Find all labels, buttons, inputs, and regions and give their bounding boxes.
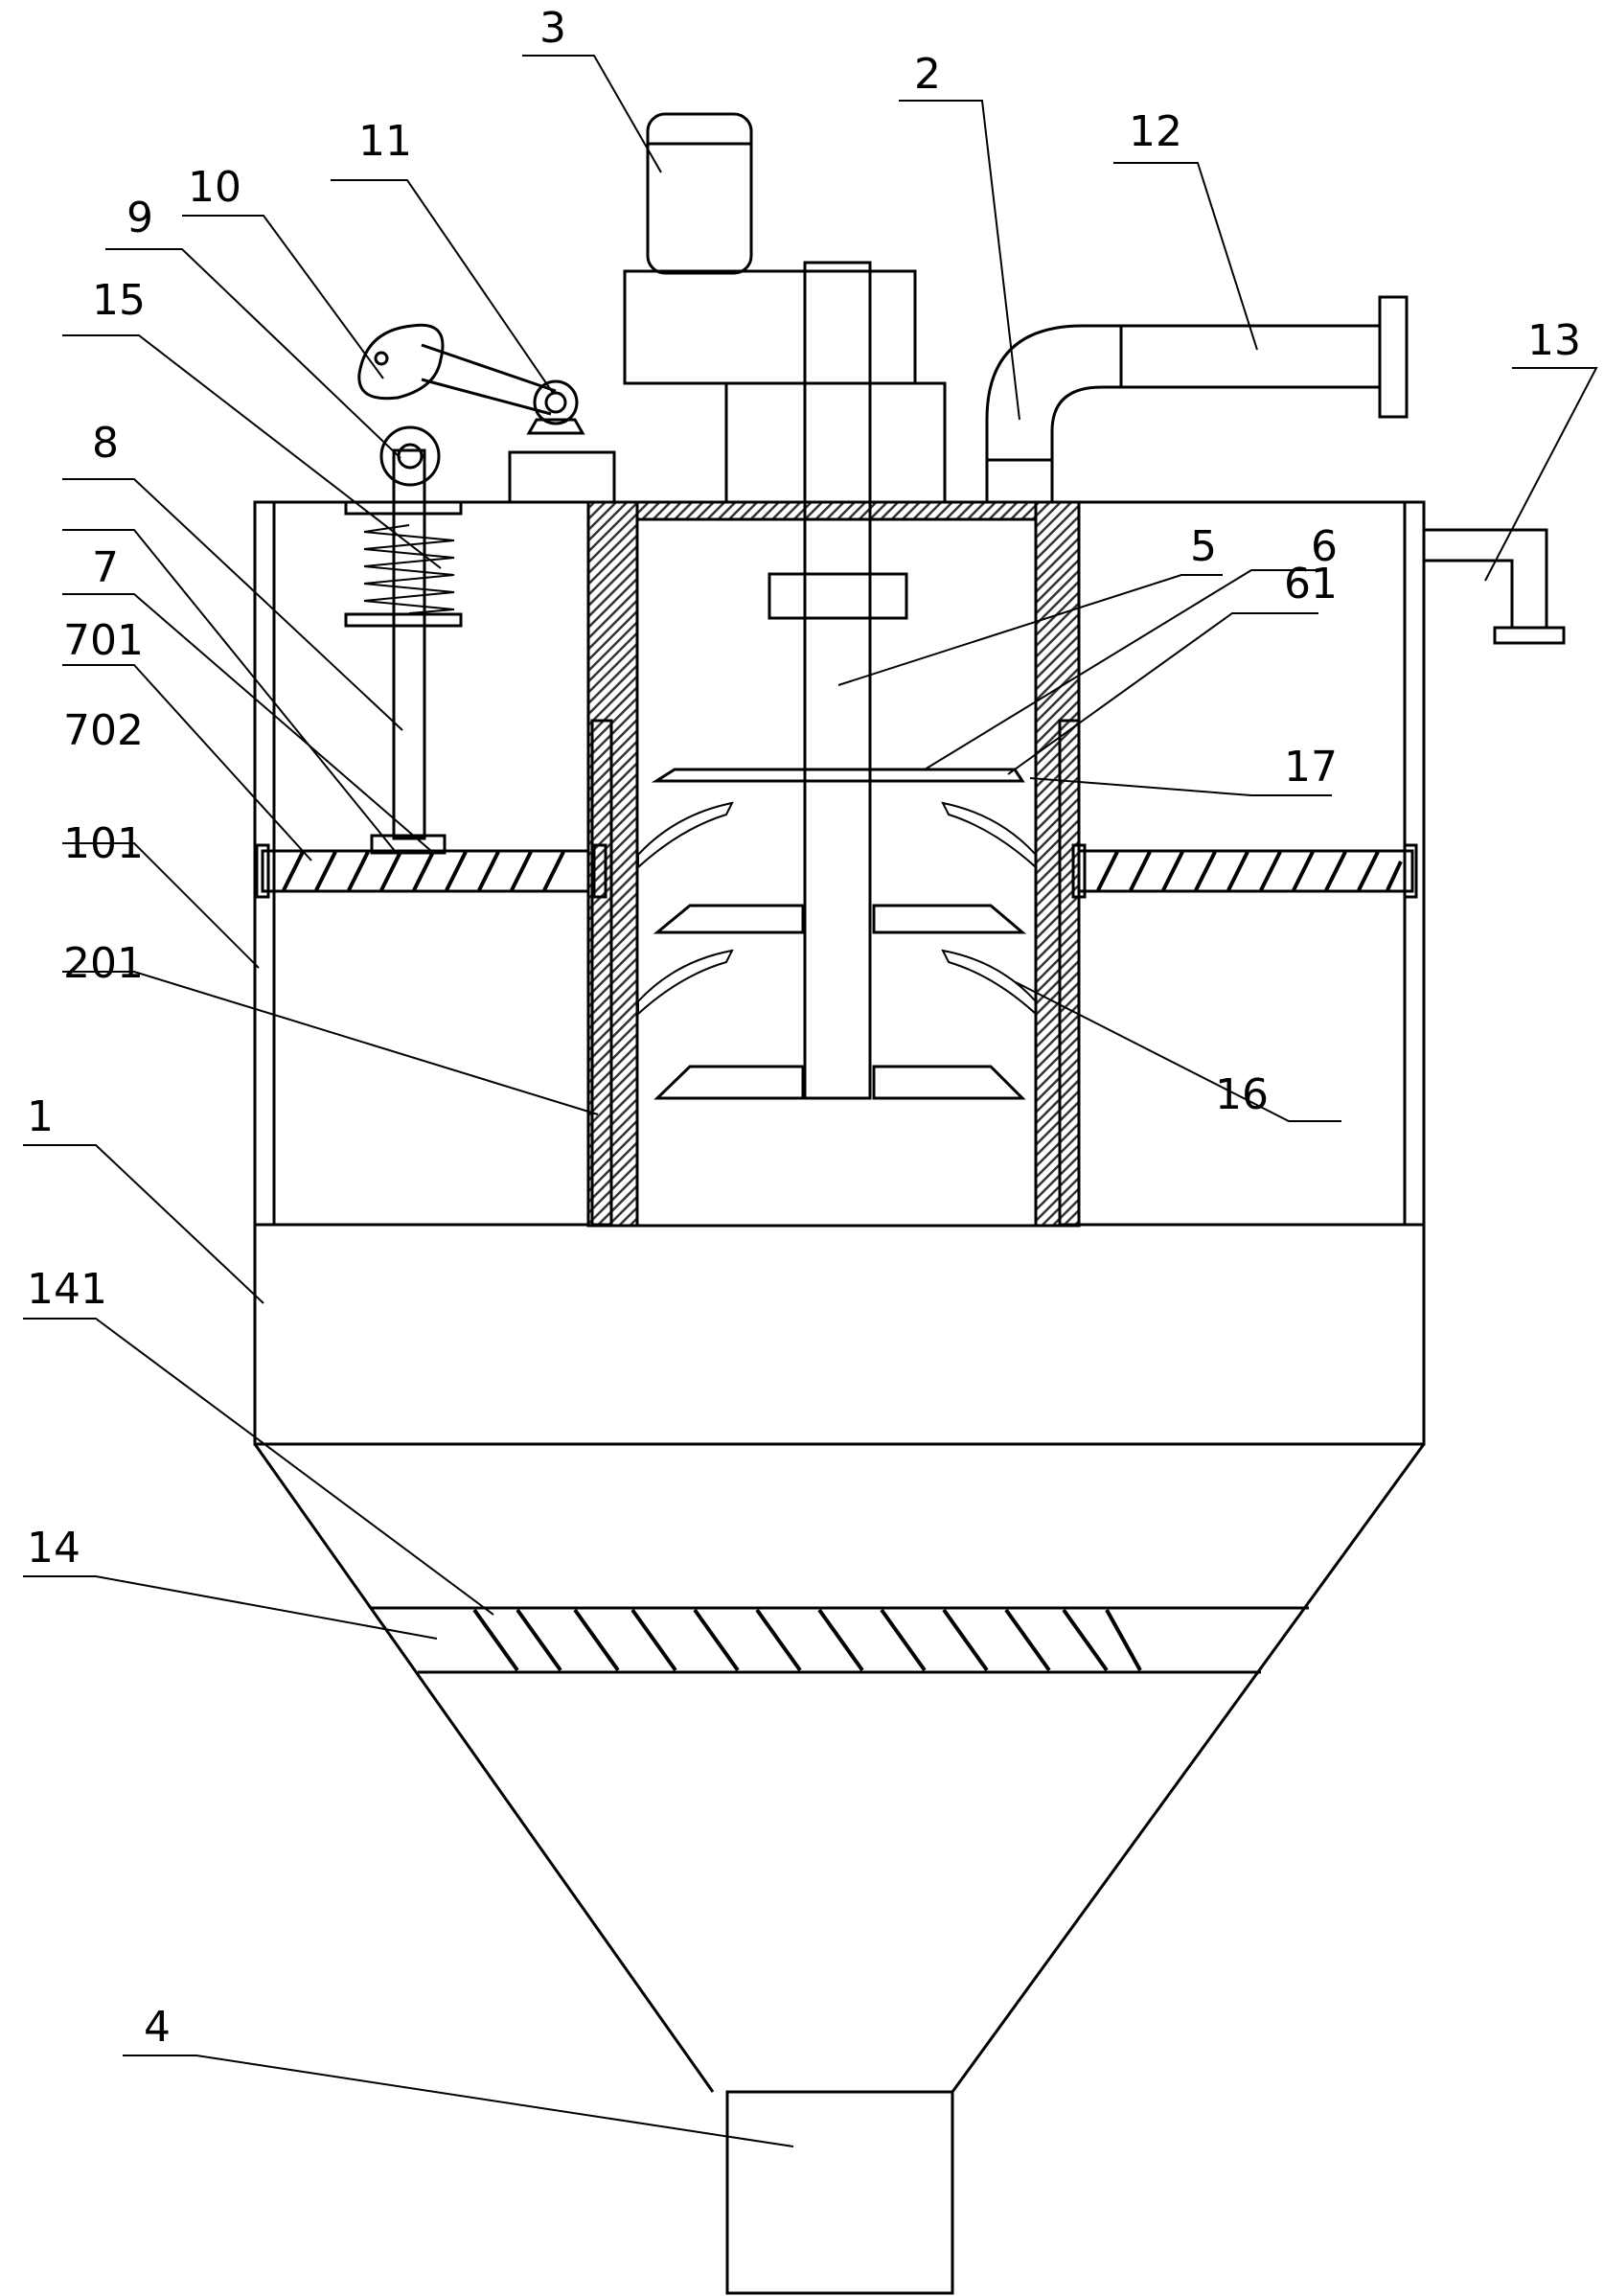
central-cylinder xyxy=(586,500,1081,1228)
outlet xyxy=(725,2090,954,2295)
label-201: 201 xyxy=(63,939,144,988)
middle-screens xyxy=(255,843,1418,899)
label-141: 141 xyxy=(27,1265,107,1314)
label-17: 17 xyxy=(1284,743,1338,792)
label-3: 3 xyxy=(539,4,566,53)
lower-screen xyxy=(472,1608,1142,1672)
reference-labels: 3 2 12 13 10 11 9 15 8 7 701 702 101 201… xyxy=(27,4,1581,2052)
label-8: 8 xyxy=(92,419,119,468)
label-1: 1 xyxy=(27,1092,54,1141)
side-sleeves xyxy=(590,719,1081,1227)
label-7: 7 xyxy=(92,543,119,592)
label-6: 6 xyxy=(1311,522,1338,571)
cam-drive xyxy=(357,323,616,504)
label-701: 701 xyxy=(63,616,144,665)
label-15: 15 xyxy=(92,276,146,325)
label-702: 702 xyxy=(63,706,144,755)
label-101: 101 xyxy=(63,819,144,868)
label-13: 13 xyxy=(1527,316,1581,365)
motor-assembly xyxy=(623,112,947,504)
label-12: 12 xyxy=(1129,107,1182,156)
shaft xyxy=(768,261,908,1100)
label-2: 2 xyxy=(914,50,941,99)
inlet-pipe xyxy=(985,295,1409,502)
vibration-assembly xyxy=(344,448,463,855)
side-outlet xyxy=(1424,528,1566,645)
label-11: 11 xyxy=(358,117,412,166)
leader-lines xyxy=(23,55,1598,2147)
label-16: 16 xyxy=(1215,1070,1269,1119)
blades xyxy=(637,768,1037,1100)
label-4: 4 xyxy=(144,2003,171,2052)
label-61: 61 xyxy=(1284,560,1338,608)
label-5: 5 xyxy=(1190,522,1217,571)
label-10: 10 xyxy=(188,163,241,212)
label-14: 14 xyxy=(27,1524,80,1573)
conical-hopper xyxy=(253,1443,1426,2093)
label-9: 9 xyxy=(126,194,153,242)
